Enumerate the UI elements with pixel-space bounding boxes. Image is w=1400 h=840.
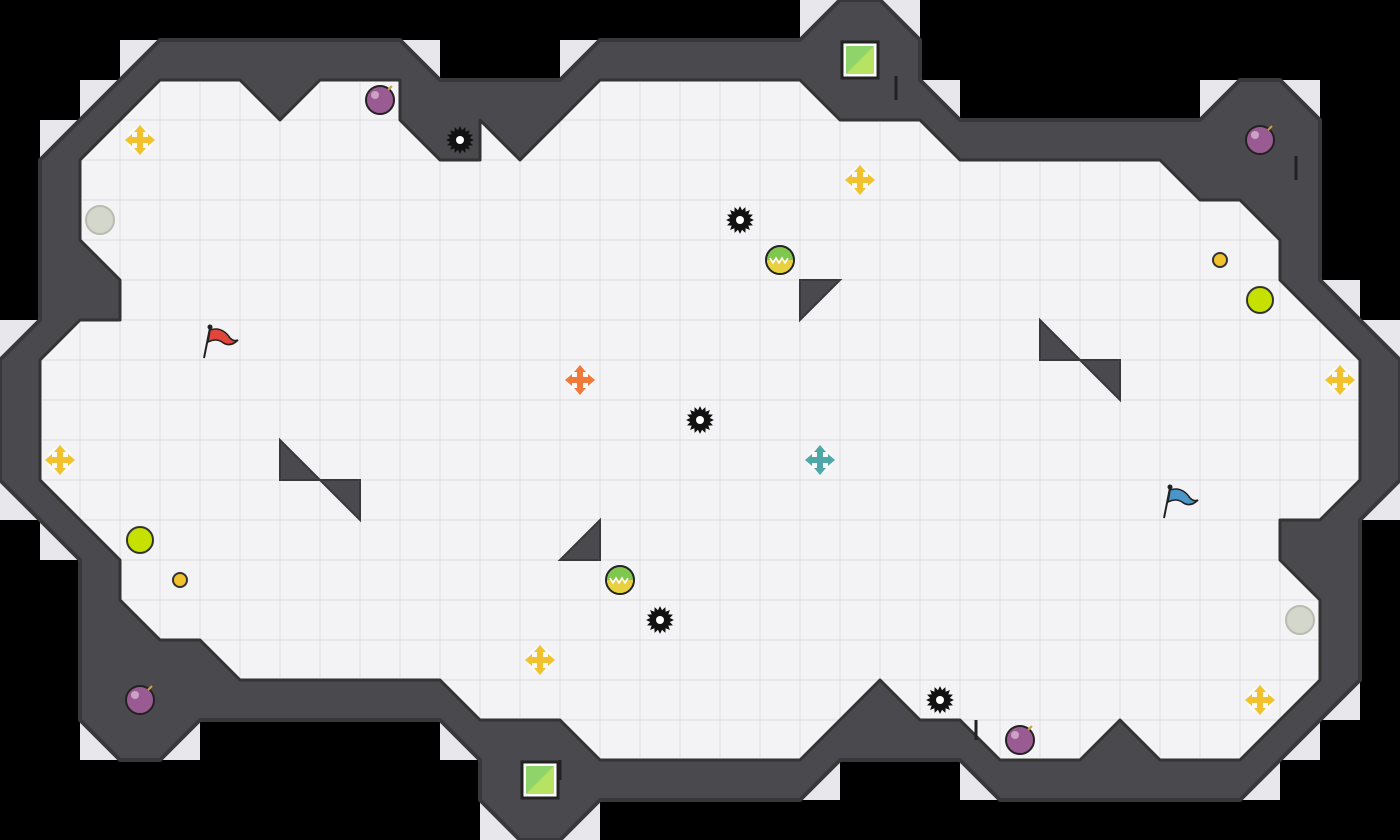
- portal-inactive-icon: [85, 205, 115, 235]
- powerup-yellow-icon: [525, 645, 555, 675]
- token-icon: [1212, 252, 1228, 268]
- powerup-yellow-icon: [125, 125, 155, 155]
- ball-icon: [765, 245, 795, 275]
- powerup-teal-icon: [805, 445, 835, 475]
- spike-icon: [646, 606, 674, 634]
- boost-icon: [1246, 286, 1274, 314]
- ball-icon: [605, 565, 635, 595]
- token-icon: [172, 572, 188, 588]
- gate-tile: [520, 760, 560, 800]
- gate-tile: [840, 40, 880, 80]
- powerup-yellow-icon: [1245, 685, 1275, 715]
- bomb-icon: [365, 85, 395, 115]
- red-flag-icon: [203, 324, 239, 359]
- portal-inactive-icon: [1285, 605, 1315, 635]
- powerup-yellow-icon: [845, 165, 875, 195]
- spike-icon: [726, 206, 754, 234]
- wall-wedge: [557, 517, 601, 561]
- powerup-yellow-icon: [1325, 365, 1355, 395]
- powerup-yellow-icon: [45, 445, 75, 475]
- wall-wedge: [1077, 359, 1121, 403]
- wall-wedge: [799, 279, 843, 323]
- wall-wedge: [279, 437, 323, 481]
- bomb-icon: [125, 685, 155, 715]
- bomb-icon: [1005, 725, 1035, 755]
- blue-flag-icon: [1163, 484, 1199, 519]
- bomb-icon: [1245, 125, 1275, 155]
- spike-icon: [446, 126, 474, 154]
- boost-icon: [126, 526, 154, 554]
- floor-outline: [38, 78, 1362, 762]
- wall-wedge: [1039, 317, 1083, 361]
- spike-icon: [926, 686, 954, 714]
- spike-icon: [686, 406, 714, 434]
- wall-wedge: [317, 479, 361, 523]
- powerup-orange-icon: [565, 365, 595, 395]
